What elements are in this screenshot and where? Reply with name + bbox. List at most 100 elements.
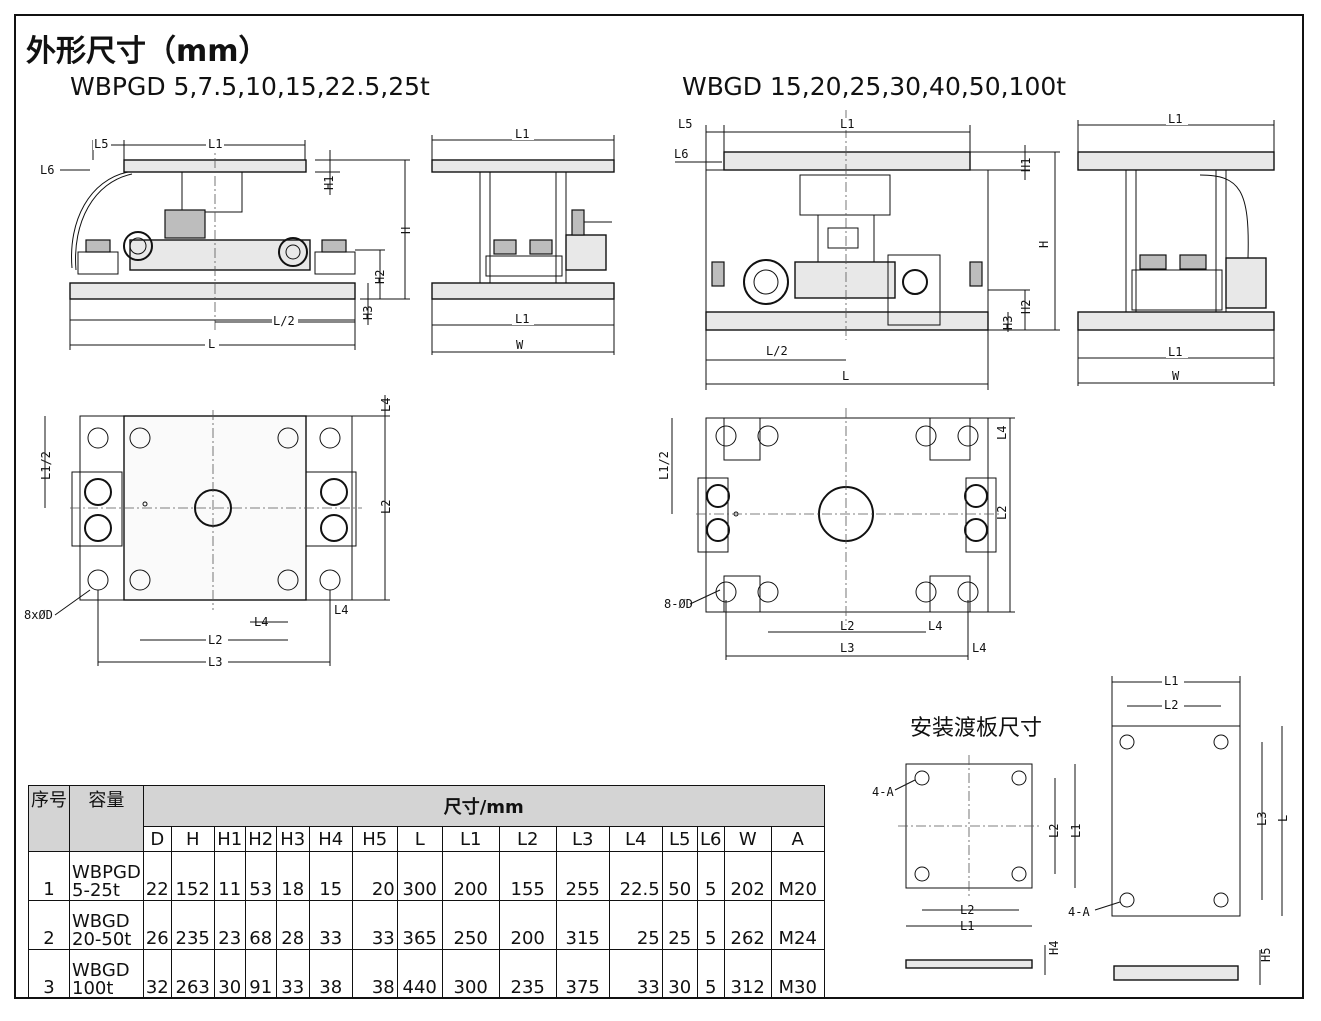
cell-l1: 200: [441, 851, 500, 901]
row-number: 2: [28, 900, 70, 950]
col-header-h1: H1: [213, 826, 246, 852]
cell-h4: 15: [308, 851, 353, 901]
cell-h5: 20: [351, 851, 398, 901]
cell-w: 262: [723, 900, 772, 950]
dim-L1b-right-side: L1: [1168, 345, 1182, 359]
right-front-view: L5 L1 L6 L/2 L H1 H H2 H3: [674, 110, 1060, 390]
dim-H5-plate-large: H5: [1259, 948, 1273, 962]
cell-h: 263: [170, 949, 215, 999]
dim-L3-plate-large: L3: [1255, 812, 1269, 826]
cell-l5: 30: [661, 949, 698, 999]
dim-L1half-left-top: L1/2: [39, 451, 53, 480]
dim-L5-left: L5: [94, 137, 108, 151]
dim-L1-right: L1: [840, 117, 854, 131]
dim-H1-right: H1: [1019, 158, 1033, 172]
dim-L3-left-bottom: L3: [208, 655, 222, 669]
dim-L4-left-top: L4: [379, 398, 393, 412]
row-number: 1: [28, 851, 70, 901]
dim-H1-left: H1: [322, 176, 336, 190]
cell-l2: 200: [498, 900, 557, 950]
dim-L4-left-bottom: L4: [254, 615, 268, 629]
cell-h4: 38: [308, 949, 353, 999]
cell-h2: 91: [244, 949, 277, 999]
col-header-l2: L2: [498, 826, 557, 852]
dim-L2-left-bottom: L2: [208, 633, 222, 647]
left-model-title: WBPGD 5,7.5,10,15,22.5,25t: [70, 72, 430, 101]
cell-h5: 33: [351, 900, 398, 950]
dim-H4-plate-small: H4: [1047, 941, 1061, 955]
cell-l5: 50: [661, 851, 698, 901]
dim-L1-left-side: L1: [515, 127, 529, 141]
dim-W-left-side: W: [516, 338, 524, 352]
dim-W-right-side: W: [1172, 369, 1180, 383]
cell-h: 152: [170, 851, 215, 901]
left-top-view: L4 L2 L1/2 8xØD L2 L3 L4 L4: [24, 395, 393, 669]
cell-h3: 18: [275, 851, 310, 901]
dim-H2-right: H2: [1019, 300, 1033, 314]
cell-l1: 250: [441, 900, 500, 950]
holes-plate-large: 4-A: [1068, 905, 1090, 919]
dim-L4-right-bottom: L4: [928, 619, 942, 633]
left-front-view: L5 L1 L6 L L/2 H1 H H2 H3: [40, 137, 413, 351]
dim-H-left: H: [399, 227, 413, 234]
dim-L1-plate-small: L1: [1069, 824, 1083, 838]
dim-Lhalf-left: L/2: [273, 314, 295, 328]
right-model-title: WBGD 15,20,25,30,40,50,100t: [682, 72, 1067, 101]
dim-L2b-plate-small: L2: [960, 903, 974, 917]
col-header-l4: L4: [608, 826, 663, 852]
cell-l1: 300: [441, 949, 500, 999]
col-header-h2: H2: [244, 826, 277, 852]
col-header-d: D: [142, 826, 172, 852]
cell-h4: 33: [308, 900, 353, 950]
cell-h: 235: [170, 900, 215, 950]
col-header-h4: H4: [308, 826, 353, 852]
cell-l6: 5: [696, 851, 725, 901]
col-header-h5: H5: [351, 826, 398, 852]
dim-L4-right-top: L4: [995, 426, 1009, 440]
cell-h2: 53: [244, 851, 277, 901]
dim-L-right: L: [842, 369, 849, 383]
dim-H2-left: H2: [373, 270, 387, 284]
cell-l: 440: [396, 949, 443, 999]
cell-h1: 30: [213, 949, 246, 999]
dim-L1-left: L1: [208, 137, 222, 151]
dim-L-plate-large: L: [1276, 815, 1290, 822]
cell-l4: 22.5: [608, 851, 663, 901]
dim-L1b-plate-small: L1: [960, 919, 974, 933]
dim-L1b-left-side: L1: [515, 312, 529, 326]
plate-title: 安装渡板尺寸: [910, 716, 1043, 741]
dim-L-left: L: [208, 337, 215, 351]
plate-large: L1 L2 L3 L 4-A H5: [1068, 674, 1290, 985]
cell-h5: 38: [351, 949, 398, 999]
dim-L2-plate-small: L2: [1047, 824, 1061, 838]
dim-L1-right-side: L1: [1168, 112, 1182, 126]
dim-L1half-right-top: L1/2: [657, 451, 671, 480]
cell-h3: 28: [275, 900, 310, 950]
cell-w: 312: [723, 949, 772, 999]
cell-l6: 5: [696, 949, 725, 999]
col-header-h: H: [170, 826, 215, 852]
cell-l2: 155: [498, 851, 557, 901]
cell-d: 22: [142, 851, 172, 901]
dim-L6-right: L6: [674, 147, 688, 161]
dim-Lhalf-right: L/2: [766, 344, 788, 358]
cell-l4: 33: [608, 949, 663, 999]
col-header-l5: L5: [661, 826, 698, 852]
cell-h1: 23: [213, 900, 246, 950]
cell-l: 365: [396, 900, 443, 950]
col-header-l: L: [396, 826, 443, 852]
holes-left: 8xØD: [24, 608, 53, 622]
dim-H3-left: H3: [361, 306, 375, 320]
plate-small: 4-A L2 L1 L2 L1 H4: [872, 755, 1083, 975]
cell-l3: 375: [555, 949, 610, 999]
holes-plate-small: 4-A: [872, 785, 894, 799]
